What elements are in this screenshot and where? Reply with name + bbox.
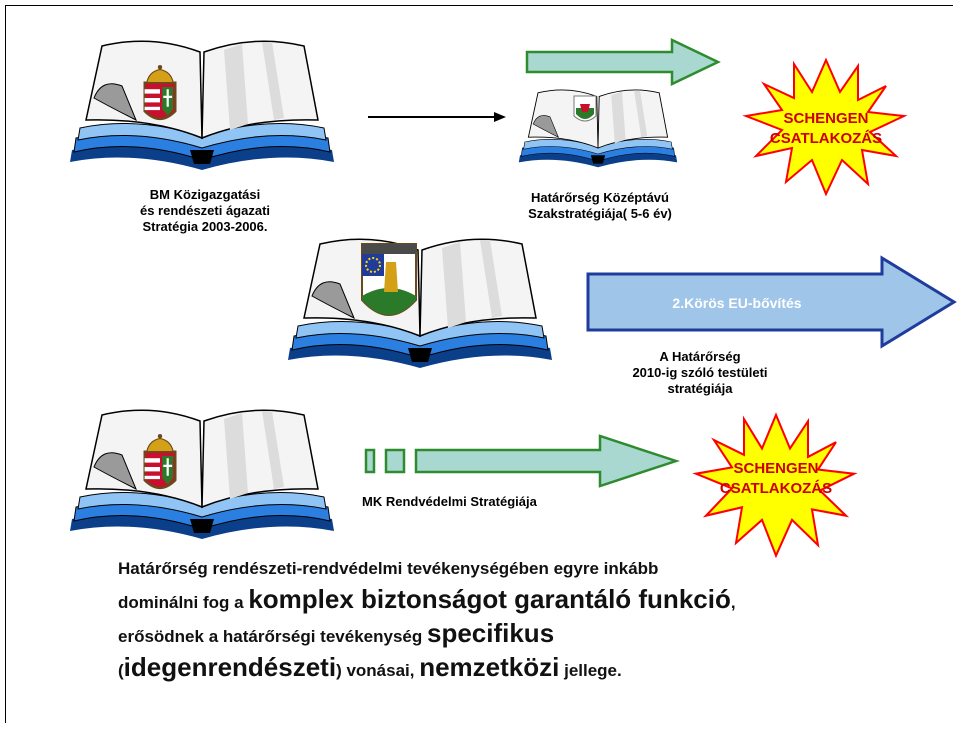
black-connector-arrow	[368, 112, 506, 122]
schengen-burst-bottom: SCHENGEN CSATLAKOZÁS	[694, 413, 856, 557]
border-guard-emblem-icon	[361, 243, 417, 316]
book-hor-midterm-strategy	[518, 89, 678, 168]
caption-mk-strategy: MK Rendvédelmi Stratégiája	[362, 494, 537, 509]
eu-enlargement-label: 2.Körös EU-bővítés	[672, 295, 801, 311]
caption-hor-2010: A Határőrség 2010-ig szóló testületi str…	[632, 349, 768, 396]
burst-top-line2: CSATLAKOZÁS	[770, 130, 882, 147]
book-hor-2010-strategy	[287, 238, 553, 369]
book-mk-law-enforcement-strategy	[69, 409, 335, 540]
caption-hor-midterm: Határőrség Középtávú Szakstratégiája( 5-…	[528, 190, 672, 221]
summary-line-4: (idegenrendészeti) vonásai, nemzetközi j…	[118, 652, 622, 682]
summary-text: Határőrség rendészeti-rendvédelmi tevéke…	[118, 553, 938, 686]
burst-bottom-line2: CSATLAKOZÁS	[720, 480, 832, 497]
schengen-burst-top: SCHENGEN CSATLAKOZÁS	[745, 59, 905, 195]
burst-bottom-line1: SCHENGEN	[733, 460, 818, 477]
caption-bm-strategy: BM Közigazgatási és rendészeti ágazati S…	[139, 187, 271, 234]
eu-enlargement-arrow: 2.Körös EU-bővítés	[586, 255, 957, 349]
border-guard-emblem-icon	[573, 95, 597, 122]
green-arrow-top	[525, 38, 721, 86]
slide-frame	[5, 5, 953, 723]
summary-line-1: Határőrség rendészeti-rendvédelmi tevéke…	[118, 559, 659, 578]
summary-line-3: erősödnek a határőrségi tevékenység spec…	[118, 618, 555, 648]
book-bm-strategy	[69, 40, 335, 171]
summary-line-2: dominálni fog a komplex biztonságot gara…	[118, 584, 736, 614]
burst-top-line1: SCHENGEN	[783, 110, 868, 127]
green-arrow-bottom	[364, 434, 681, 488]
